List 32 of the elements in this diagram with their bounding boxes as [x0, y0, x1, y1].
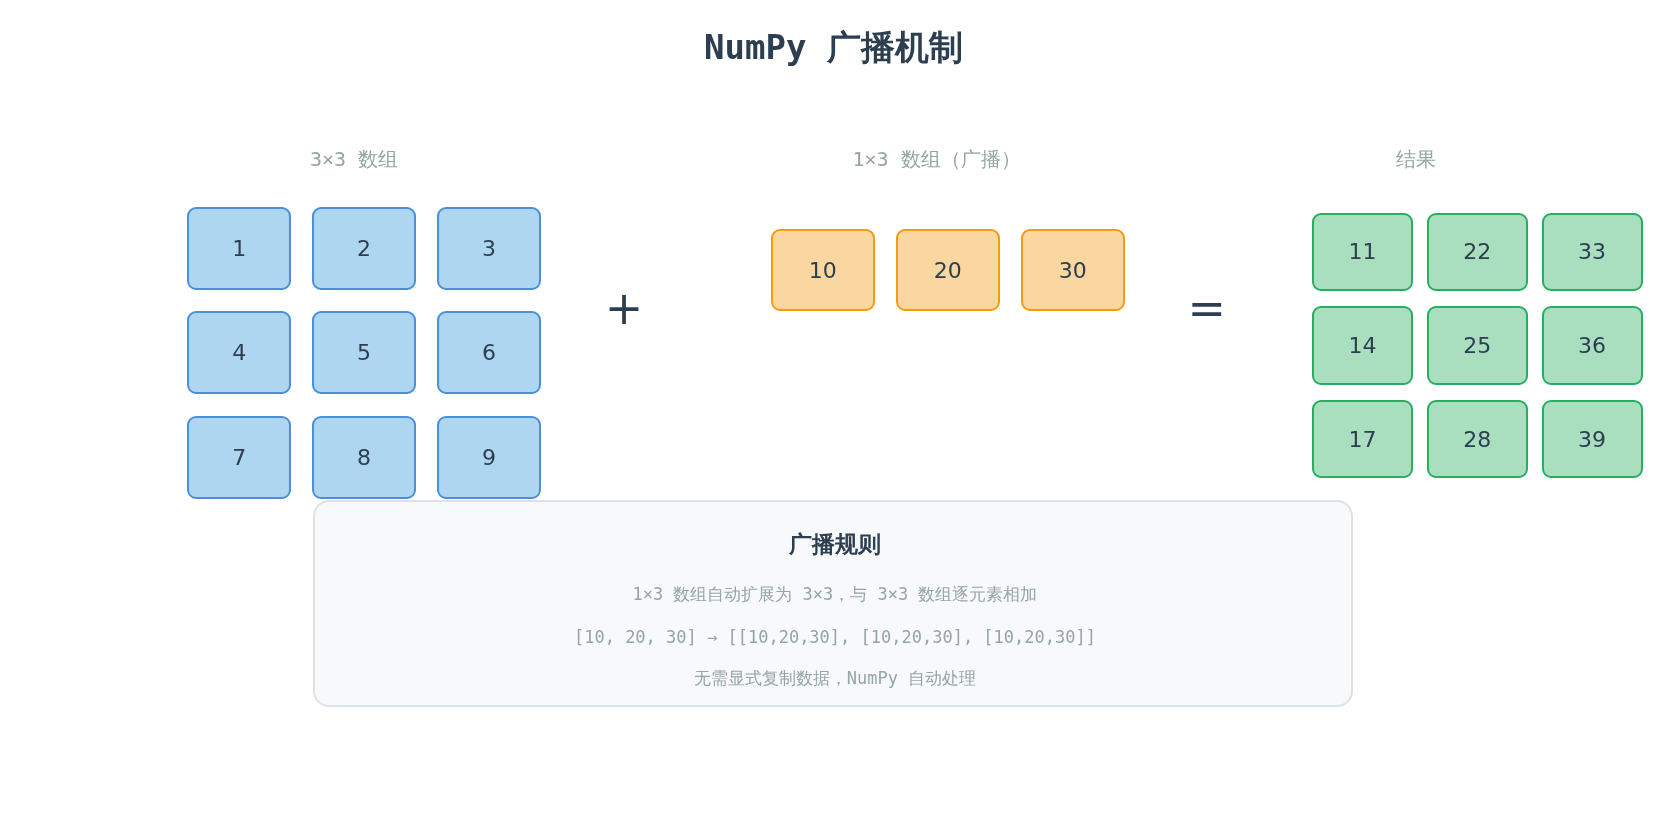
- array-element: 30: [1020, 228, 1125, 312]
- array-element: 4: [187, 311, 292, 395]
- array-element: 1: [187, 207, 292, 291]
- panel-heading: 广播规则: [788, 529, 881, 559]
- array-element: 20: [895, 228, 1000, 312]
- info-panel: [312, 499, 1354, 707]
- array-element: 8: [312, 415, 417, 499]
- array-element: 6: [436, 311, 542, 395]
- example-text: [10, 20, 30] → [[10,20,30], [10,20,30], [10,20,30]]: [573, 626, 1096, 647]
- array-heading: 3×3 数组: [309, 145, 399, 173]
- array-element: 3: [436, 207, 542, 291]
- array-heading: 结果: [1396, 145, 1437, 173]
- plus-sign: +: [604, 281, 644, 336]
- array-element: 5: [312, 311, 417, 395]
- array-element: 10: [770, 228, 875, 312]
- rule-text: 1×3 数组自动扩展为 3×3，与 3×3 数组逐元素相加: [632, 582, 1038, 606]
- diagram-title: NumPy 广播机制: [704, 25, 963, 69]
- array-heading: 1×3 数组（广播）: [852, 145, 1021, 173]
- array-element: 2: [312, 207, 417, 291]
- array-element: 25: [1426, 306, 1528, 385]
- note-text: 无需显式复制数据，NumPy 自动处理: [693, 666, 977, 690]
- array-element: 36: [1541, 306, 1643, 385]
- array-element: 14: [1311, 306, 1413, 385]
- array-element: 33: [1541, 212, 1643, 292]
- equals-sign: =: [1187, 281, 1226, 336]
- array-element: 7: [187, 415, 292, 499]
- array-element: 28: [1426, 399, 1528, 479]
- array-element: 22: [1426, 212, 1528, 292]
- array-element: 9: [436, 415, 542, 499]
- array-element: 11: [1311, 212, 1413, 292]
- array-element: 39: [1541, 399, 1643, 479]
- array-element: 17: [1311, 399, 1413, 479]
